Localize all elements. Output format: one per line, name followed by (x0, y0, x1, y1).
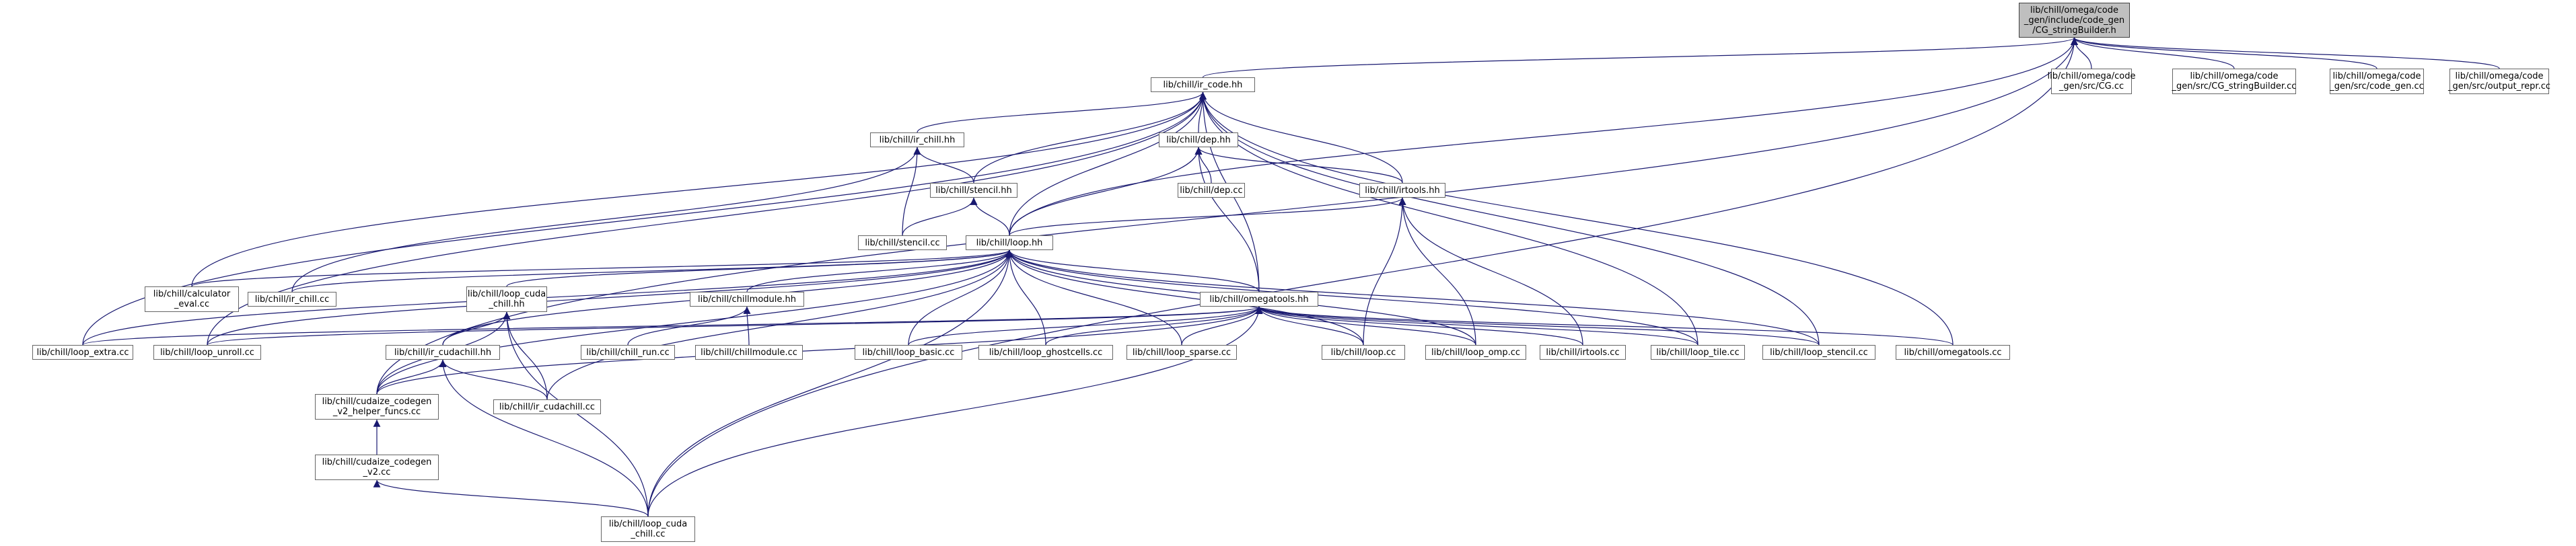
edge-chillmodule-hh-to-loop-hh (746, 249, 1013, 292)
edge-stencil-cc-to-stencil-hh (902, 197, 978, 236)
edge-loop-sparse-cc-to-loop-hh (1005, 249, 1182, 346)
node-loop-unroll-cc[interactable]: lib/chill/loop_unroll.cc (153, 345, 261, 360)
edge-ir-chill-cc-to-ir-chill-hh (291, 147, 921, 292)
edge-loop-cc-to-loop-hh (1005, 249, 1364, 346)
node-loop-cuda-chill-cc[interactable]: lib/chill/loop_cuda _chill.cc (601, 516, 695, 542)
edge-loop-unroll-cc-to-omegatools-hh (207, 306, 1262, 346)
node-loop-hh[interactable]: lib/chill/loop.hh (966, 235, 1053, 250)
node-omegatools-hh[interactable]: lib/chill/omegatools.hh (1200, 292, 1318, 307)
edge-loop-hh-to-stencil-hh (970, 197, 1010, 236)
edge-loop-cc-to-omegatools-hh (1255, 306, 1364, 346)
node-dep-hh[interactable]: lib/chill/dep.hh (1159, 132, 1238, 147)
edge-stencil-cc-to-ir-chill-hh (902, 147, 921, 236)
node-chillmodule-hh[interactable]: lib/chill/chillmodule.hh (690, 292, 804, 307)
node-stencil-cc[interactable]: lib/chill/stencil.cc (858, 235, 947, 250)
node-loop-stencil-cc[interactable]: lib/chill/loop_stencil.cc (1762, 345, 1875, 360)
node-dep-cc[interactable]: lib/chill/dep.cc (1178, 183, 1245, 198)
node-irtools-hh[interactable]: lib/chill/irtools.hh (1359, 183, 1445, 198)
node-loop-extra-cc[interactable]: lib/chill/loop_extra.cc (32, 345, 133, 360)
node-ir-chill-cc[interactable]: lib/chill/ir_chill.cc (248, 292, 336, 307)
edge-irtools-hh-to-ir-code-hh (1199, 91, 1403, 184)
edge-loop-tile-cc-to-loop-hh (1005, 249, 1698, 346)
edge-loop-tile-cc-to-ir-code-hh (1199, 91, 1698, 346)
edge-irtools-cc-to-omegatools-hh (1255, 306, 1583, 346)
edge-calculator-eval-cc-to-loop-hh (191, 249, 1013, 287)
edge-loop-cuda-chill-hh-to-loop-hh (506, 249, 1013, 287)
edge-cg-sb-cc-to-root (2071, 37, 2235, 69)
node-chillmodule-cc[interactable]: lib/chill/chillmodule.cc (695, 345, 803, 360)
edge-loop-cuda-chill-cc-to-cudaize-v2-cc (373, 479, 649, 517)
node-irtools-cc[interactable]: lib/chill/irtools.cc (1540, 345, 1626, 360)
node-loop-omp-cc[interactable]: lib/chill/loop_omp.cc (1425, 345, 1526, 360)
edge-loop-cuda-chill-cc-to-loop-hh (647, 249, 1013, 517)
node-ir-code-hh[interactable]: lib/chill/ir_code.hh (1151, 77, 1255, 92)
edge-loop-omp-cc-to-omegatools-hh (1255, 306, 1476, 346)
edge-ir-chill-cc-to-loop-hh (291, 249, 1013, 292)
edge-code-gen-cc-to-root (2071, 37, 2377, 69)
edge-loop-unroll-cc-to-loop-hh (207, 249, 1013, 346)
edge-cudaize-helper-cc-to-omegatools-hh (376, 306, 1263, 395)
edge-ir-cudachill-cc-to-loop-cuda-chill-hh (503, 311, 548, 400)
edge-calculator-eval-cc-to-ir-code-hh (191, 91, 1207, 287)
node-cg-stringbuilder-h: lib/chill/omega/code _gen/include/code_g… (2019, 3, 2130, 38)
edge-ir-code-hh-to-root (1202, 37, 2078, 78)
node-cudaize-codegen-v2-helper-funcs-cc[interactable]: lib/chill/cudaize_codegen _v2_helper_fun… (315, 394, 439, 420)
node-ir-chill-hh[interactable]: lib/chill/ir_chill.hh (870, 132, 964, 147)
edge-loop-stencil-cc-to-omegatools-hh (1255, 306, 1820, 346)
edge-output-repr-cc-to-root (2071, 37, 2500, 69)
node-ir-cudachill-hh[interactable]: lib/chill/ir_cudachill.hh (386, 345, 500, 360)
node-loop-ghostcells-cc[interactable]: lib/chill/loop_ghostcells.cc (978, 345, 1113, 360)
edge-omegatools-hh-to-dep-hh (1194, 147, 1260, 292)
edge-loop-hh-to-irtools-hh (1009, 197, 1406, 236)
edge-omegatools-hh-to-loop-hh (1005, 249, 1260, 292)
node-chill-run-cc[interactable]: lib/chill/chill_run.cc (581, 345, 675, 360)
edge-loop-hh-to-root (1009, 37, 2078, 236)
edge-loop-unroll-cc-to-ir-code-hh (207, 91, 1207, 346)
edge-stencil-hh-to-ir-code-hh (973, 91, 1207, 184)
edge-loop-stencil-cc-to-loop-hh (1005, 249, 1820, 346)
edge-loop-hh-to-dep-hh (1009, 147, 1203, 236)
node-loop-tile-cc[interactable]: lib/chill/loop_tile.cc (1651, 345, 1745, 360)
node-cg-cc[interactable]: lib/chill/omega/code _gen/src/CG.cc (2047, 69, 2136, 94)
node-cg-stringbuilder-cc[interactable]: lib/chill/omega/code _gen/src/CG_stringB… (2172, 69, 2296, 94)
edge-loop-cuda-chill-cc-to-ir-cudachill-hh (439, 359, 649, 517)
edge-loop-basic-cc-to-omegatools-hh (908, 306, 1263, 346)
node-loop-cc[interactable]: lib/chill/loop.cc (1322, 345, 1405, 360)
edge-loop-ghostcells-cc-to-omegatools-hh (1045, 306, 1263, 346)
node-stencil-hh[interactable]: lib/chill/stencil.hh (930, 183, 1017, 198)
edge-loop-omp-cc-to-irtools-hh (1398, 197, 1476, 346)
edge-loop-cuda-chill-cc-to-root (647, 37, 2078, 517)
node-ir-cudachill-cc[interactable]: lib/chill/ir_cudachill.cc (493, 399, 601, 414)
node-loop-sparse-cc[interactable]: lib/chill/loop_sparse.cc (1126, 345, 1237, 360)
edge-loop-ghostcells-cc-to-loop-hh (1005, 249, 1046, 346)
edge-irtools-hh-to-dep-hh (1194, 147, 1403, 184)
edge-ir-cudachill-cc-to-ir-cudachill-hh (439, 359, 548, 400)
edge-omegatools-cc-to-omegatools-hh (1255, 306, 1954, 346)
edge-irtools-cc-to-irtools-hh (1398, 197, 1583, 346)
edge-loop-tile-cc-to-omegatools-hh (1255, 306, 1698, 346)
node-loop-basic-cc[interactable]: lib/chill/loop_basic.cc (855, 345, 962, 360)
edge-loop-stencil-cc-to-ir-code-hh (1199, 91, 1820, 346)
node-omegatools-cc[interactable]: lib/chill/omegatools.cc (1896, 345, 2010, 360)
node-calculator-eval-cc[interactable]: lib/chill/calculator _eval.cc (145, 286, 239, 312)
node-code-gen-cc[interactable]: lib/chill/omega/code _gen/src/code_gen.c… (2330, 69, 2424, 94)
edge-loop-cuda-chill-cc-to-loop-cuda-chill-hh (503, 311, 649, 517)
node-output-repr-cc[interactable]: lib/chill/omega/code _gen/src/output_rep… (2448, 69, 2550, 94)
node-cudaize-codegen-v2-cc[interactable]: lib/chill/cudaize_codegen _v2.cc (315, 455, 439, 480)
edge-loop-cuda-chill-cc-to-omegatools-hh (647, 306, 1263, 517)
node-loop-cuda-chill-hh[interactable]: lib/chill/loop_cuda _chill.hh (466, 286, 547, 312)
edge-omegatools-cc-to-ir-code-hh (1199, 91, 1954, 346)
edge-cudaize-helper-cc-to-loop-hh (376, 249, 1013, 395)
edge-ir-chill-hh-to-ir-code-hh (917, 91, 1207, 133)
edge-loop-extra-cc-to-omegatools-hh (82, 306, 1262, 346)
edge-loop-basic-cc-to-loop-hh (908, 249, 1013, 346)
edge-loop-hh-to-ir-code-hh (1009, 91, 1207, 236)
